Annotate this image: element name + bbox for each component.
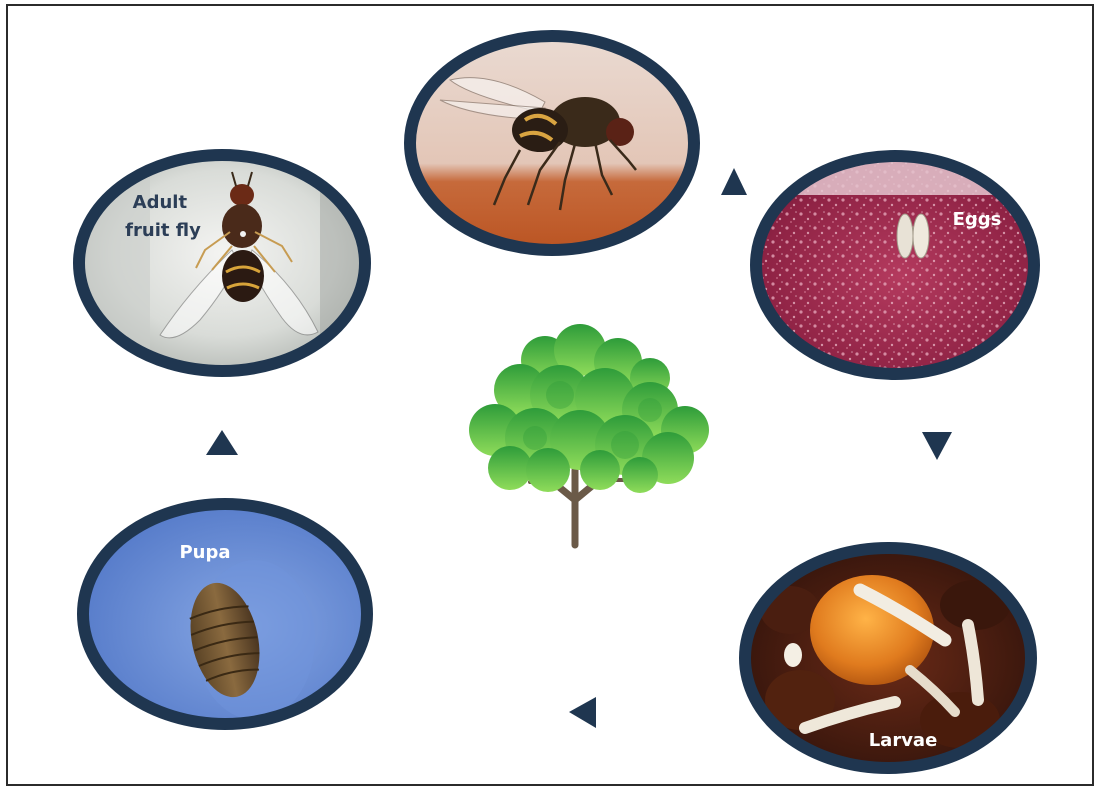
adult-label-line-1: Adult	[133, 192, 188, 213]
pupa-label: Pupa	[179, 542, 230, 563]
stage-feeding-fly	[400, 30, 710, 260]
stage-pupa: Pupa	[80, 500, 380, 730]
arrow-triangle-icon	[569, 697, 596, 728]
larvae-label: Larvae	[869, 730, 938, 751]
arrow-triangle-icon	[721, 168, 747, 195]
stage-eggs: Eggs	[750, 150, 1050, 380]
adult-label-line-2: fruit fly	[125, 220, 201, 241]
stage-adult-fruit-fly: Adult fruit fly	[70, 150, 380, 380]
stage-larvae: Larvae	[740, 545, 1040, 775]
arrow-triangle-icon	[206, 430, 238, 455]
arrow-triangle-icon	[922, 432, 952, 460]
eggs-label: Eggs	[953, 209, 1002, 230]
tree-icon	[469, 324, 709, 545]
